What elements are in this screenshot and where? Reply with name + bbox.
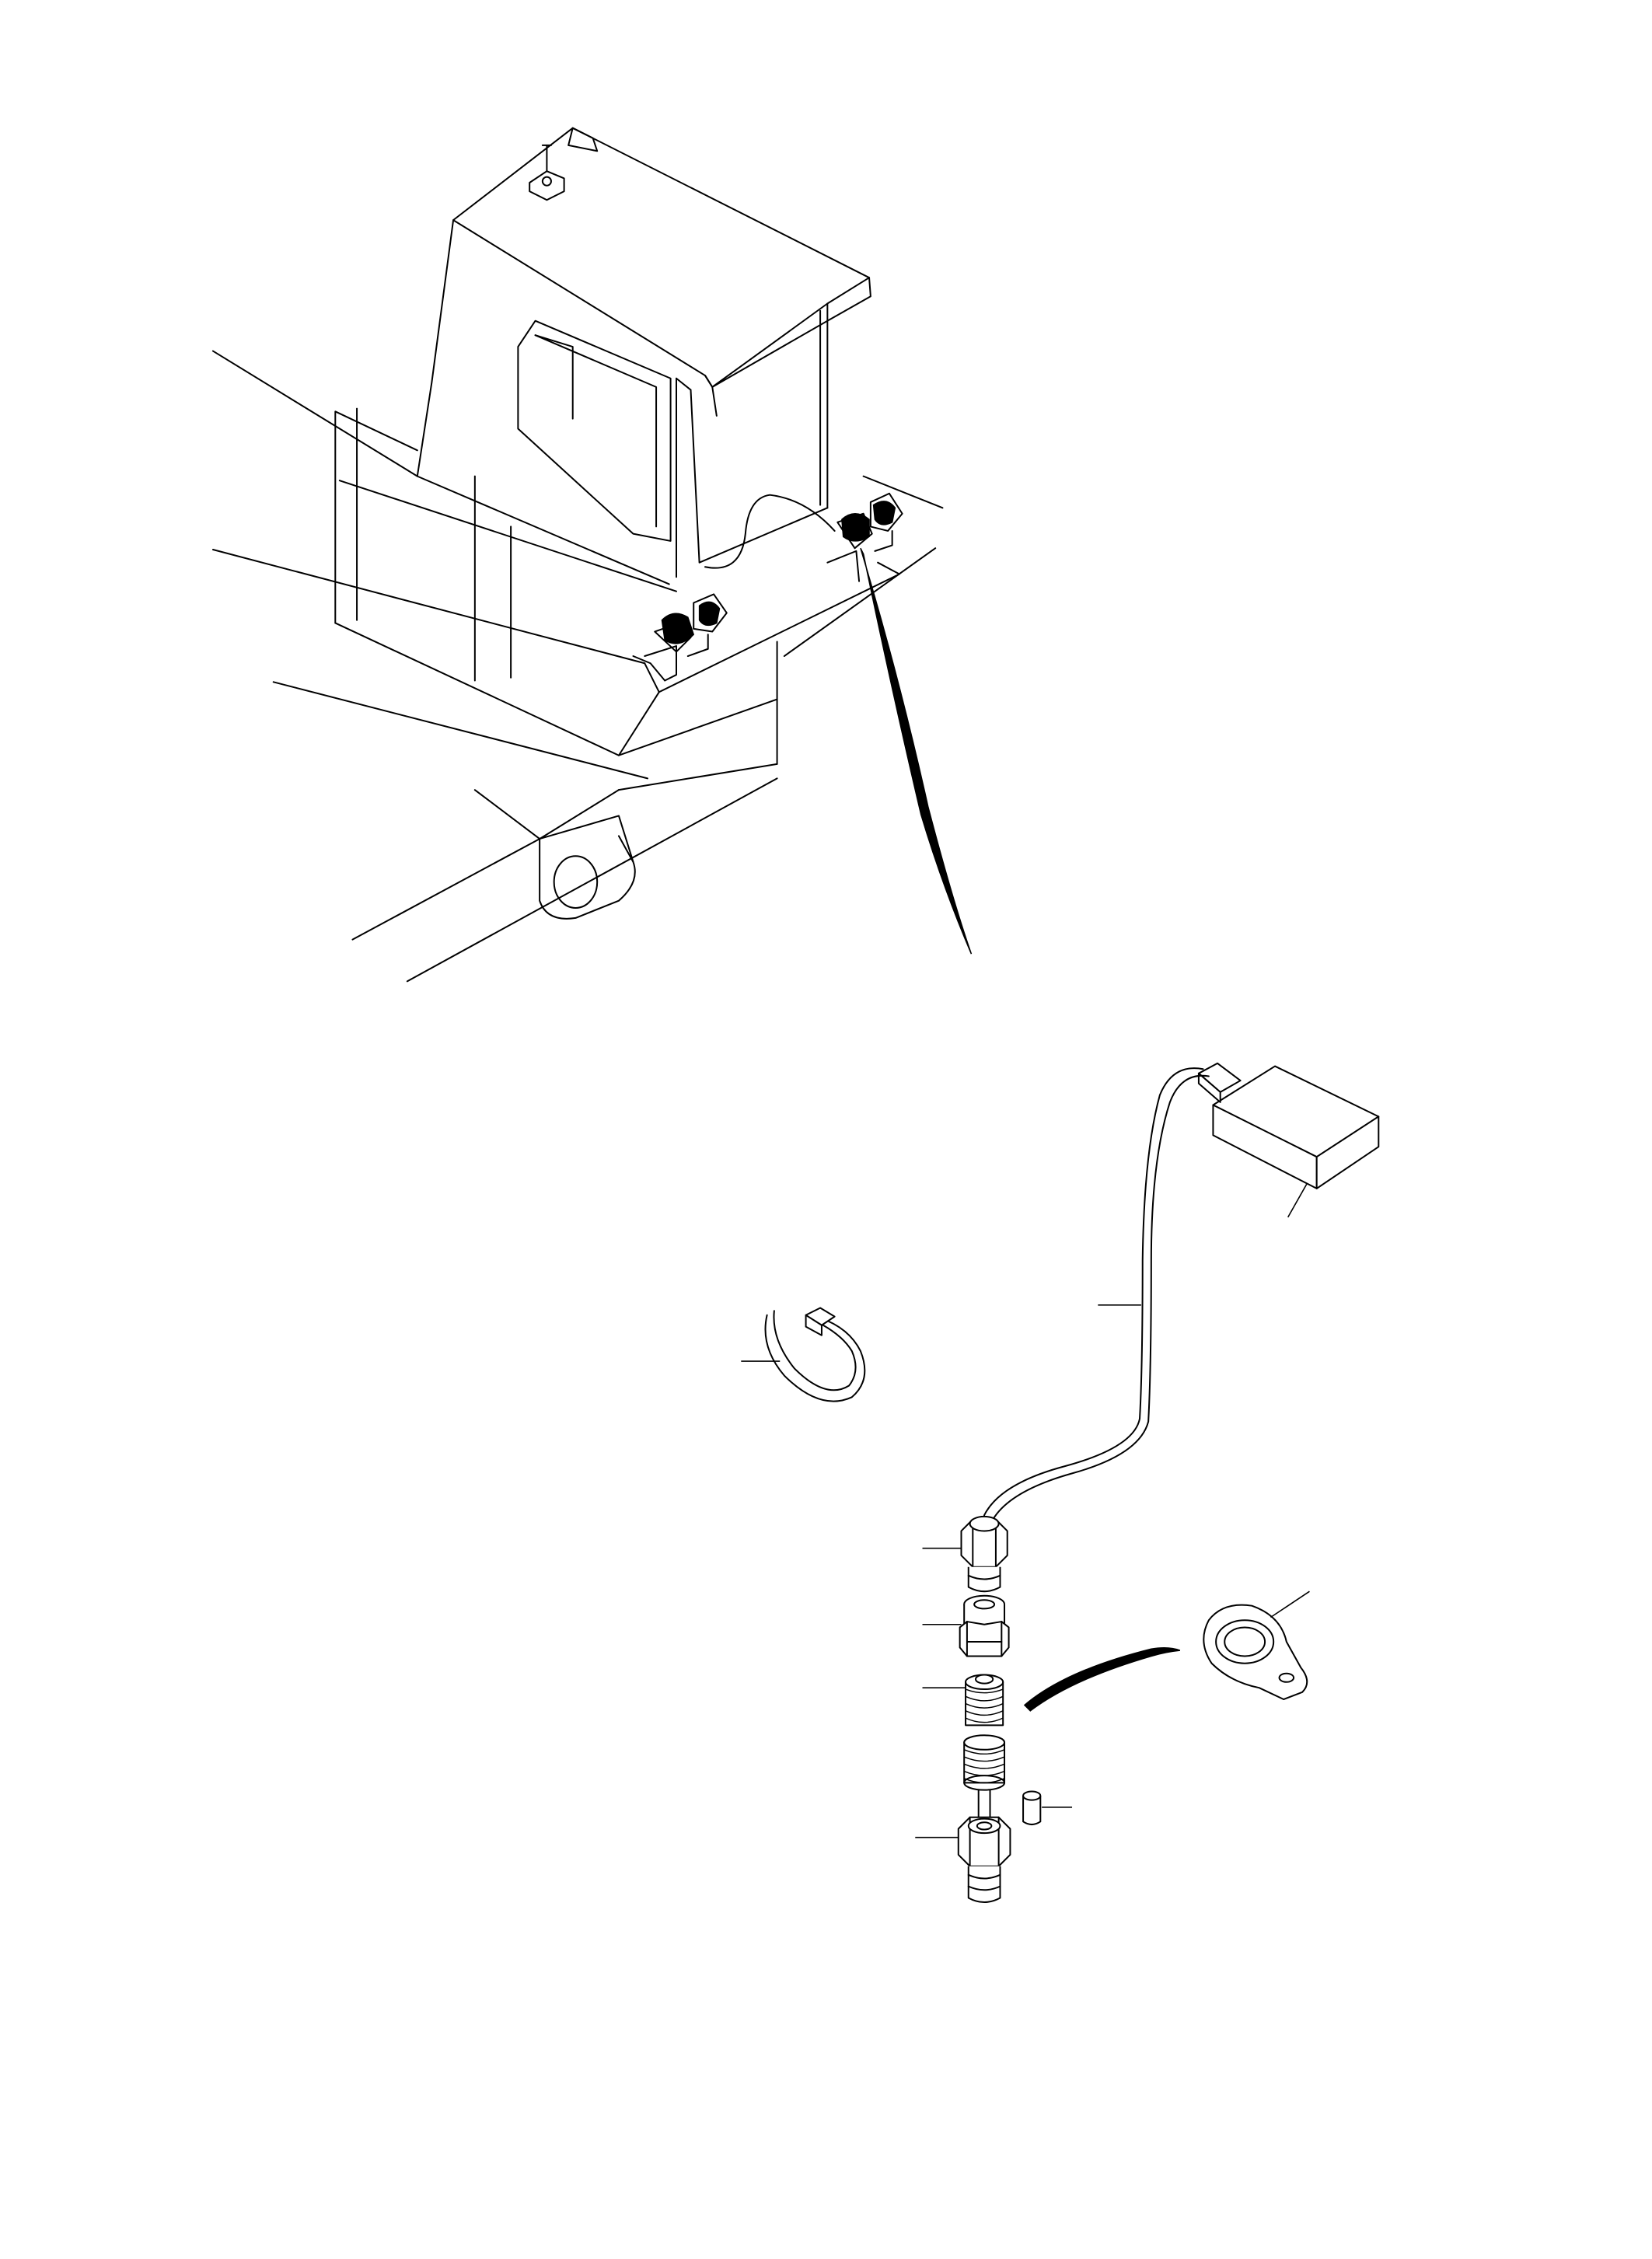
nut	[961, 1517, 1007, 1591]
pivot-eye	[540, 815, 635, 918]
leader-p-clip	[1270, 1591, 1309, 1617]
sensor-cable	[981, 1068, 1203, 1529]
antenna	[529, 145, 564, 200]
fitting	[959, 1817, 1011, 1902]
mirror-bracket-right	[827, 494, 902, 581]
cable-tie	[766, 1308, 865, 1402]
body	[960, 1596, 1009, 1657]
machine-overview	[213, 128, 972, 982]
exploded-parts	[741, 1063, 1378, 1902]
routing-stroke	[1025, 1648, 1180, 1711]
spring-upper	[966, 1675, 1003, 1726]
p-clip	[1203, 1605, 1307, 1699]
machine-frame	[213, 351, 942, 982]
mirror-bracket-left	[633, 594, 726, 680]
leader-lines	[741, 1184, 1309, 1837]
cab-cable-loop	[705, 495, 835, 568]
spring-lower	[964, 1735, 1004, 1817]
sensor-box	[1199, 1063, 1378, 1189]
sensor-cable-overview	[861, 548, 972, 954]
leader-sensor-box	[1288, 1184, 1307, 1217]
pin	[1023, 1791, 1040, 1824]
sensor-cable-inner	[991, 1076, 1209, 1530]
cab	[417, 128, 871, 585]
